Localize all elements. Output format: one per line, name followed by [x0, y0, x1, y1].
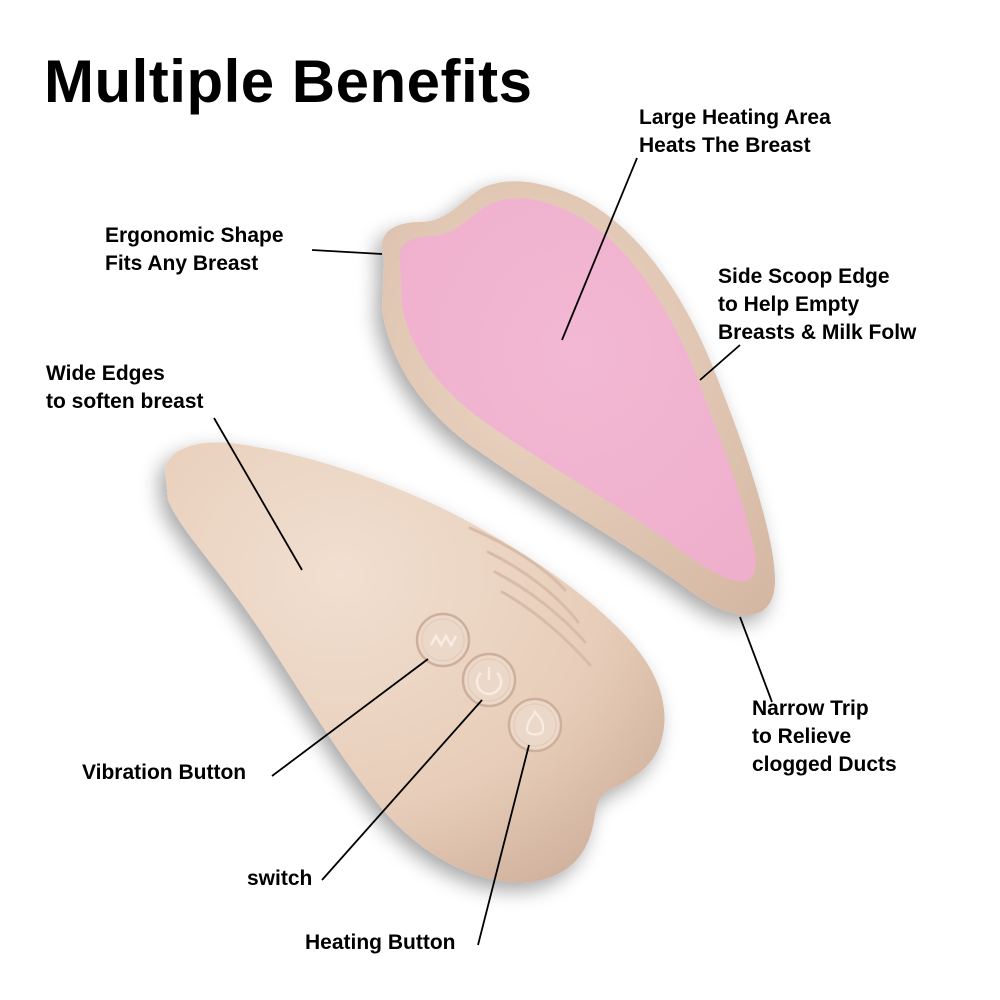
leader-large-heating-area [561, 157, 638, 341]
leader-narrow-trip [739, 616, 773, 703]
heat-icon [525, 709, 545, 736]
leader-heating-button [477, 744, 530, 946]
heating-pad [399, 198, 756, 582]
vibration-button[interactable] [415, 612, 471, 668]
callout-switch: switch [247, 867, 313, 890]
leader-vibration-button [271, 658, 429, 777]
callout-vibration-button: Vibration Button [82, 761, 247, 784]
heating-button[interactable] [507, 697, 563, 753]
leader-ergonomic-shape [311, 249, 383, 255]
leader-switch [321, 699, 483, 881]
callout-narrow-trip: Narrow Trip to Relieve clogged Ducts [752, 697, 897, 776]
power-button[interactable] [461, 652, 517, 708]
callout-heating-button: Heating Button [305, 931, 456, 954]
device-front-view [165, 442, 665, 883]
leader-wide-edges [213, 417, 303, 571]
page-title: Multiple Benefits [44, 48, 533, 115]
callout-large-heating-area: Large Heating Area Heats The Breast [639, 106, 831, 157]
leader-lines [213, 157, 773, 946]
device-back-view [381, 181, 775, 615]
leader-side-scoop-edge [699, 344, 741, 381]
callout-side-scoop-edge: Side Scoop Edge to Help Empty Breasts & … [718, 265, 917, 344]
grip-ridges [468, 526, 592, 667]
power-icon [475, 672, 503, 696]
wave-icon [429, 633, 458, 648]
callout-ergonomic-shape: Ergonomic Shape Fits Any Breast [105, 224, 284, 275]
device-front-body [165, 442, 665, 883]
callout-wide-edges: Wide Edges to soften breast [46, 362, 204, 413]
